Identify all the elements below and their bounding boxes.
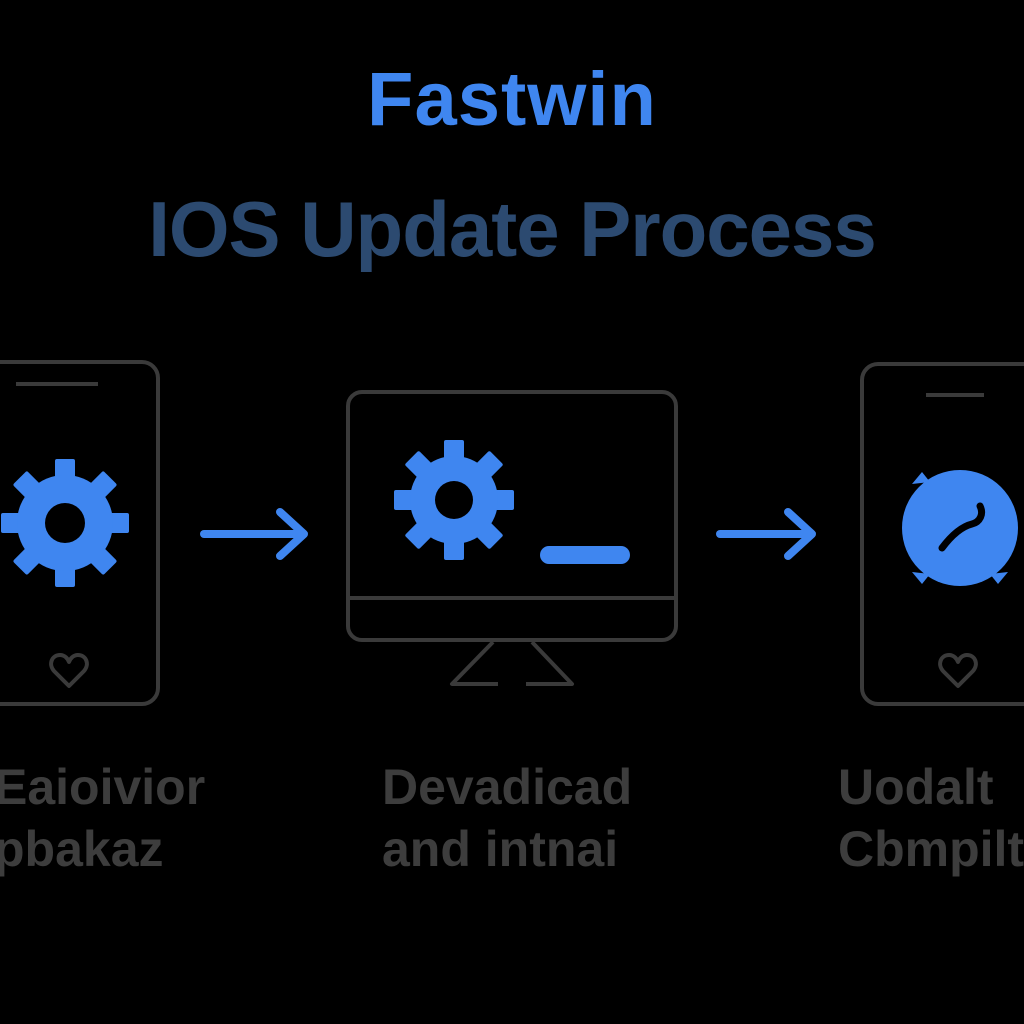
step-3-label-line-1: Uodalt — [838, 759, 994, 815]
arrow-right-icon — [716, 508, 816, 560]
compass-icon — [902, 470, 1018, 586]
step-2-label: Devadicad and intnai — [382, 756, 632, 880]
step-1-phone — [0, 360, 160, 706]
step-2-monitor — [346, 390, 678, 686]
monitor-frame — [346, 390, 678, 642]
step-3-label-line-2: Cbmpilt — [838, 821, 1024, 877]
cursor-bar — [540, 546, 630, 564]
heart-icon — [49, 653, 89, 688]
step-3-label: Uodalt Cbmpilt — [838, 756, 1024, 880]
phone-frame — [860, 362, 1024, 706]
arrow-right-icon — [200, 508, 308, 560]
step-3-phone — [860, 362, 1024, 706]
monitor-stand — [450, 640, 574, 686]
step-2-label-line-2: and intnai — [382, 821, 619, 877]
brand-title: Fastwin — [367, 57, 657, 142]
phone-frame — [0, 360, 160, 706]
gear-icon — [1, 459, 129, 587]
process-title: IOS Update Process — [148, 185, 877, 273]
gear-icon — [394, 440, 514, 560]
step-1-label-line-1: Eaioivior — [0, 759, 206, 815]
step-1-label: Eaioivior pbakaz — [0, 756, 205, 880]
heart-icon — [938, 653, 978, 688]
step-2-label-line-1: Devadicad — [382, 759, 633, 815]
step-1-label-line-2: pbakaz — [0, 821, 164, 877]
